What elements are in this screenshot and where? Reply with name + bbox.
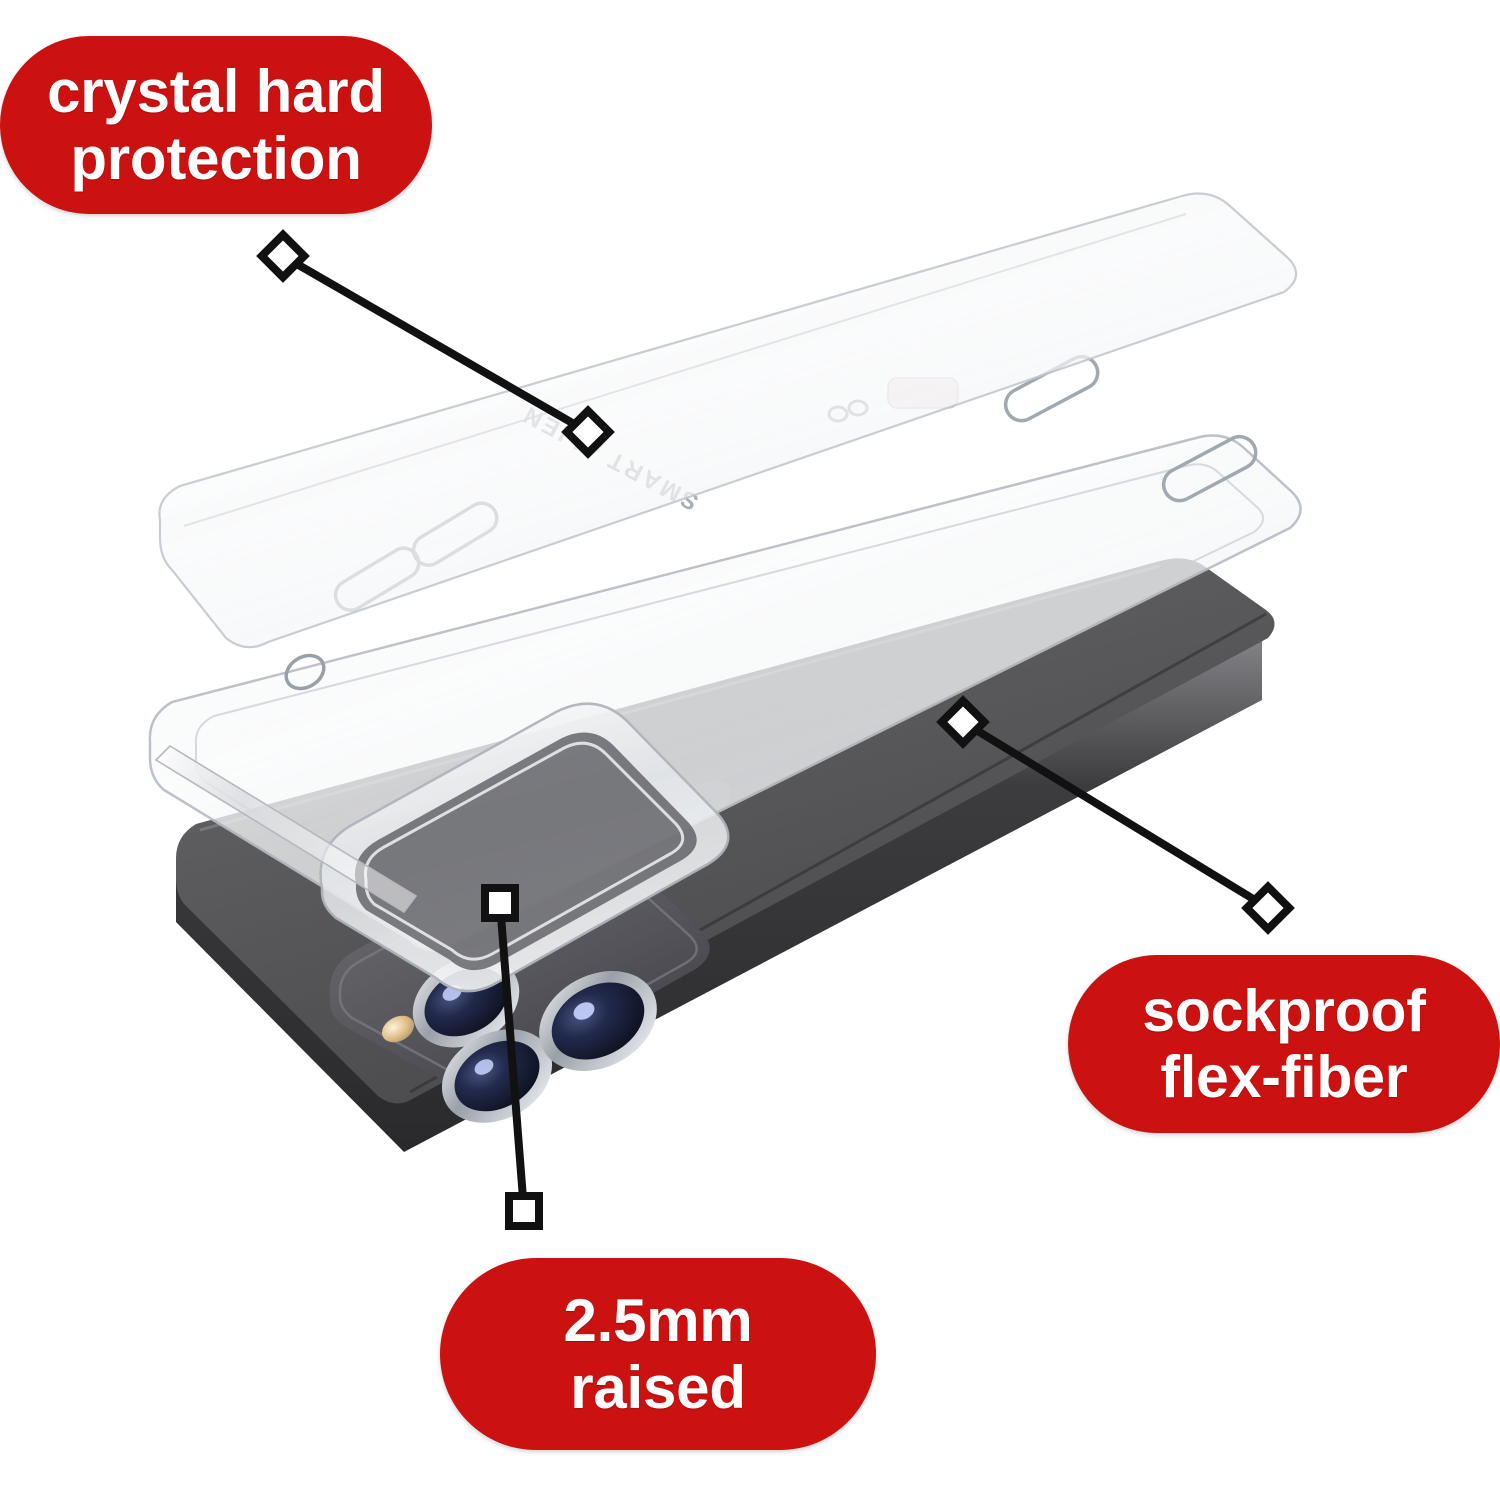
badge-line-2: raised [570, 1354, 746, 1421]
mute-switch-cutout [284, 653, 326, 691]
feature-badge-sockproof-flex-fiber: sockproof flex-fiber [1068, 955, 1500, 1133]
power-button-cutout-2 [1161, 434, 1258, 503]
feature-badge-crystal-hard-protection: crystal hard protection [0, 36, 432, 214]
feature-badge-2-5mm-raised: 2.5mm raised [440, 1258, 876, 1450]
case-camera-bezel [319, 702, 730, 993]
badge-line-2: flex-fiber [1160, 1044, 1408, 1110]
badge-line-1: 2.5mm [563, 1286, 753, 1354]
camera-lens-3 [539, 971, 657, 1071]
badge-line-1: crystal hard [47, 57, 385, 125]
tempered-glass-panel [158, 192, 1298, 649]
camera-flash [381, 1015, 415, 1043]
badge-line-1: sockproof [1142, 977, 1426, 1044]
badge-line-2: protection [70, 125, 362, 192]
